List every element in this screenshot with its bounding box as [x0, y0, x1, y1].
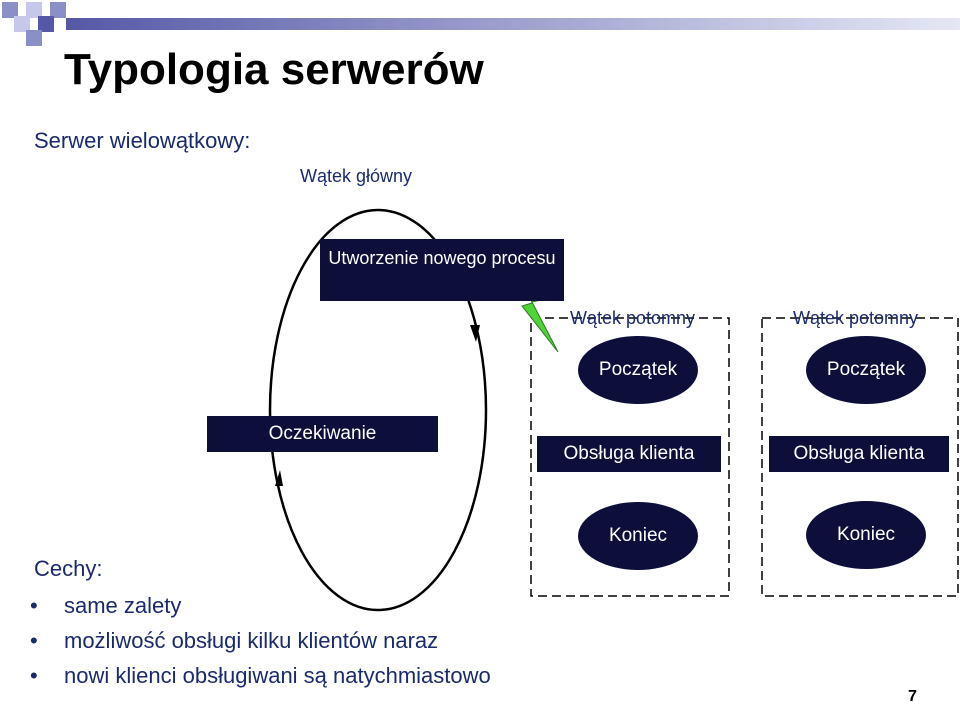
features-heading: Cechy:	[34, 556, 103, 581]
create-process-box: Utworzenie nowego procesu	[320, 239, 564, 301]
end-node: Koniec	[806, 501, 926, 569]
child-thread-label: Wątek potomny	[570, 308, 696, 328]
main-thread-loop	[268, 208, 488, 612]
end-node: Koniec	[578, 502, 698, 570]
decor-square	[26, 30, 42, 46]
feature-text: możliwość obsługi kilku klientów naraz	[64, 628, 439, 653]
decor-square	[26, 2, 42, 18]
loop-arrowhead	[275, 470, 283, 486]
serve-client-box: Obsługa klienta	[537, 436, 721, 472]
start-node: Początek	[578, 336, 698, 404]
decor-square	[50, 2, 66, 18]
decor-square	[38, 16, 54, 32]
decor-square	[2, 2, 18, 18]
slide-title: Typologia serwerów	[64, 45, 484, 94]
header-bar	[66, 18, 960, 30]
decor-square	[14, 16, 30, 32]
bullet-icon: •	[30, 663, 38, 688]
loop-arrowhead	[470, 325, 480, 342]
start-node: Początek	[806, 336, 926, 404]
feature-item: • same zalety	[30, 593, 181, 619]
bullet-icon: •	[30, 593, 38, 618]
main-thread-label: Wątek główny	[300, 166, 413, 186]
bullet-icon: •	[30, 628, 38, 653]
feature-text: nowi klienci obsługiwani są natychmiasto…	[64, 663, 491, 688]
serve-client-box: Obsługa klienta	[769, 436, 949, 472]
feature-item: • możliwość obsługi kilku klientów naraz	[30, 628, 438, 654]
feature-item: • nowi klienci obsługiwani są natychmiast…	[30, 663, 491, 689]
child-thread-frame	[530, 317, 730, 597]
page-number: 7	[908, 688, 917, 705]
child-thread-label: Wątek potomny	[793, 308, 919, 328]
slide-subtitle: Serwer wielowątkowy:	[34, 128, 251, 153]
waiting-box: Oczekiwanie	[207, 416, 438, 452]
child-thread-frame	[761, 317, 959, 597]
feature-text: same zalety	[64, 593, 182, 618]
